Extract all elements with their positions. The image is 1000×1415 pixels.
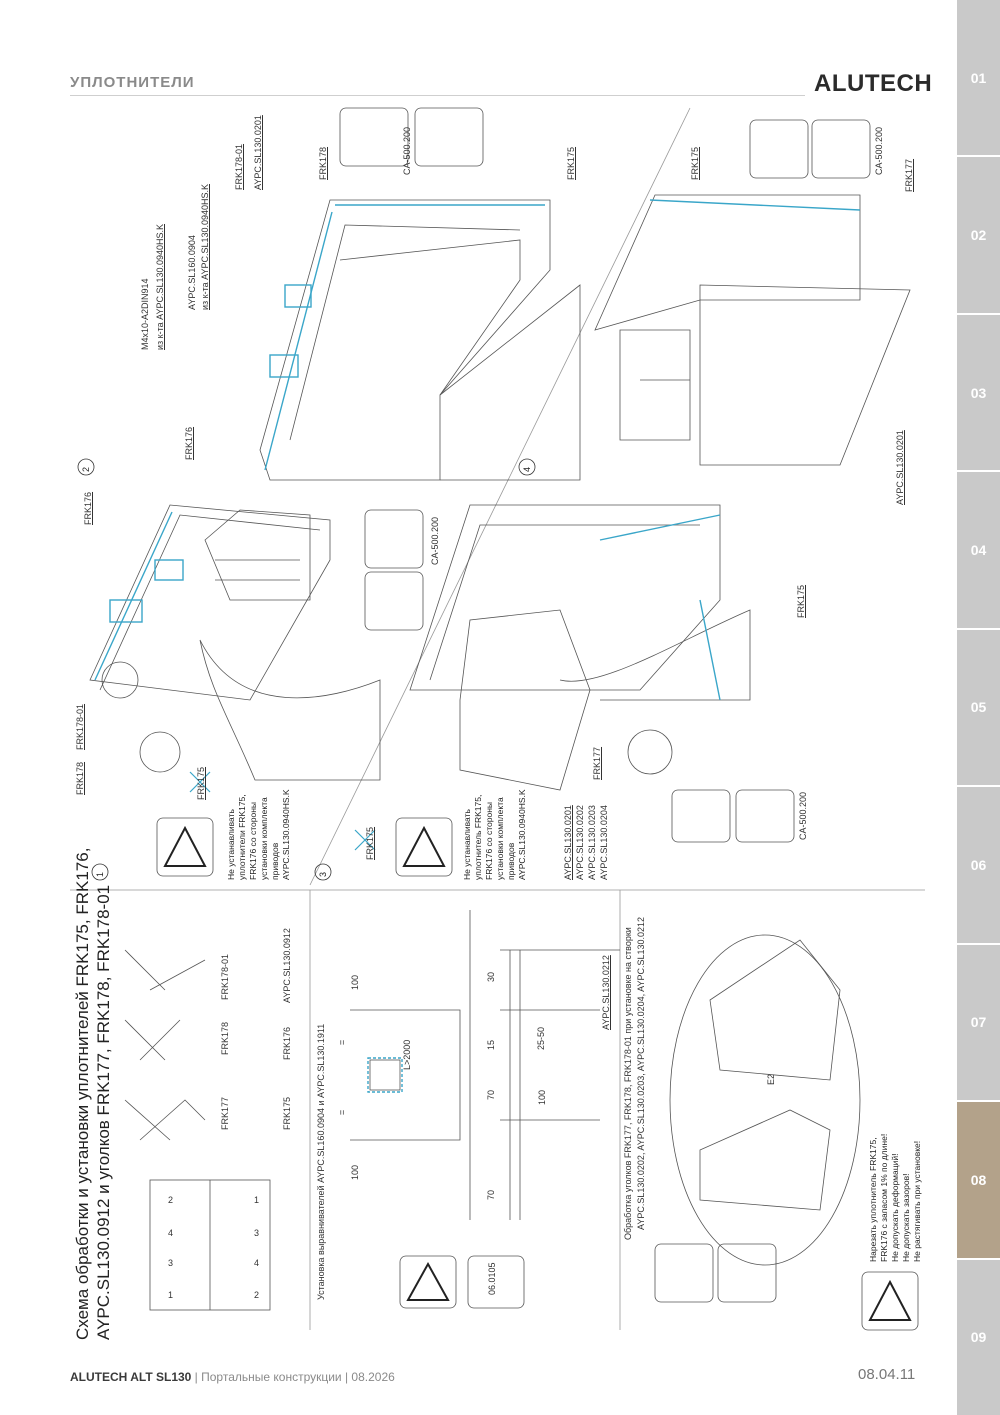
dim-100-top: 100 [350, 974, 360, 990]
dim-70-b: 70 [486, 1189, 496, 1200]
s3-label-aypc0203: AYPC.SL130.0203 [587, 805, 597, 880]
main-title-line1: Схема обработки и установки уплотнителей… [73, 847, 92, 1340]
chapter-tab-09[interactable]: 09 [957, 1259, 1000, 1415]
sash-number: 4 [168, 1228, 174, 1238]
main-title-line2: AYPC.SL130.0912 и уголков FRK177, FRK178… [94, 884, 113, 1340]
s2-label-adhesive: CA-500.200 [402, 126, 412, 175]
s2-label-aypc0904-kit: из к-та AYPC.SL130.0940HS.K [200, 183, 210, 310]
s3-label-aypc0201: AYPC.SL130.0201 [563, 805, 573, 880]
chapter-tab-07[interactable]: 07 [957, 944, 1000, 1101]
chapter-tab-05[interactable]: 05 [957, 629, 1000, 786]
part-frk176: FRK176 [282, 1026, 292, 1060]
dim-100-bottom: 100 [350, 1164, 360, 1180]
footer-product-name: ALUTECH ALT SL130 [70, 1370, 192, 1384]
brand-logo: ALUTECH [814, 70, 933, 97]
s4-label-frk177: FRK177 [904, 158, 914, 192]
corner-title: Обработка уголков FRK177, FRK178, FRK178… [623, 927, 633, 1240]
dim-25-50: 25-50 [536, 1026, 546, 1050]
scheme-number-2: 2 [81, 466, 91, 472]
s3-label-adhesive: CA-500.200 [798, 791, 808, 840]
dim-equal-1: = [337, 1039, 347, 1045]
sash-number: 1 [168, 1290, 174, 1300]
corner-title-2: AYPC.SL130.0202, AYPC.SL130.0203, AYPC.S… [636, 916, 646, 1230]
s2-label-frk176: FRK176 [184, 426, 194, 460]
s2-label-frk178: FRK178 [318, 146, 328, 180]
chapter-tab-01[interactable]: 01 [957, 0, 1000, 156]
dim-100-c: 100 [537, 1089, 547, 1105]
s2-label-aypc0904: AYPC.SL160.0904 [187, 235, 197, 310]
s4-label-aypc0201: AYPC.SL130.0201 [895, 430, 905, 505]
s3-label-frk177: FRK177 [592, 746, 602, 780]
sash-number: 3 [254, 1228, 260, 1238]
footer-product: ALUTECH ALT SL130 | Портальные конструкц… [70, 1370, 395, 1384]
s3-label-frk175: FRK175 [365, 826, 375, 860]
cutting-notes: Нарезать уплотнитель FRK175, FRK176 с за… [868, 1133, 922, 1262]
part-frk175: FRK175 [282, 1096, 292, 1130]
s1-label-frk175: FRK175 [196, 766, 206, 800]
scheme-number-3: 3 [318, 871, 328, 877]
s4-label-frk175: FRK175 [690, 146, 700, 180]
s1-label-adhesive: CA-500.200 [430, 516, 440, 565]
dim-70-a: 70 [486, 1089, 496, 1100]
s2-label-aypc0201: AYPC.SL130.0201 [253, 115, 263, 190]
chapter-tab-03[interactable]: 03 [957, 314, 1000, 471]
chapter-tab-06[interactable]: 06 [957, 787, 1000, 943]
s2-label-screw-kit: из к-та AYPC.SL130.0940HS.K [155, 223, 165, 350]
s3-label-frk175-b: FRK175 [796, 584, 806, 618]
part-frk177: FRK177 [220, 1096, 230, 1130]
footer-product-desc: | Портальные конструкции | 08.2026 [191, 1370, 395, 1384]
header-divider [70, 95, 805, 96]
dim-e2: E2 [766, 1073, 776, 1085]
scheme-number-4: 4 [522, 466, 532, 472]
chapter-sidebar: 01 02 03 04 05 06 07 08 09 [957, 0, 1000, 1415]
dim-equal-2: = [337, 1109, 347, 1115]
tool-code: 06.0105 [487, 1262, 497, 1295]
s1-label-frk178-01: FRK178-01 [75, 703, 85, 750]
chapter-tab-02[interactable]: 02 [957, 157, 1000, 313]
dim-15: 15 [486, 1039, 496, 1050]
s2-label-screw: M4x10-A2DIN914 [140, 278, 150, 350]
technical-drawing [70, 107, 925, 1331]
s1-label-frk178: FRK178 [75, 761, 85, 795]
dim-length: L>2000 [402, 1039, 412, 1070]
sash-number: 2 [168, 1195, 174, 1205]
page-number: 08.04.11 [858, 1366, 916, 1383]
s3-warning-note: Не устанавливать уплотнитель FRK175, FRK… [462, 789, 527, 880]
s4-label-adhesive: CA-500.200 [874, 126, 884, 175]
main-title: Схема обработки и установки уплотнителей… [72, 848, 114, 1340]
sash-number: 2 [254, 1290, 260, 1300]
part-frk178-01: FRK178-01 [220, 953, 230, 1000]
sash-number: 3 [168, 1258, 174, 1268]
s2-label-frk175: FRK175 [566, 146, 576, 180]
chapter-tab-08[interactable]: 08 [957, 1102, 1000, 1258]
section-title: УПЛОТНИТЕЛИ [70, 74, 195, 91]
s3-label-aypc0202: AYPC.SL130.0202 [575, 805, 585, 880]
s2-label-frk178-01: FRK178-01 [234, 143, 244, 190]
sash-number: 4 [254, 1258, 260, 1268]
s3-label-aypc0204: AYPC.SL130.0204 [599, 805, 609, 880]
s1-warning-note: Не устанавливать уплотнители FRK175, FRK… [226, 789, 291, 880]
install-title: Установка выравнивателей AYPC.SL160.0904… [316, 1023, 326, 1300]
chapter-tab-04[interactable]: 04 [957, 472, 1000, 628]
part-frk178: FRK178 [220, 1021, 230, 1055]
s1-label-frk176: FRK176 [83, 491, 93, 525]
dim-30: 30 [486, 971, 496, 982]
label-aypc0212: AYPC.SL130.0212 [601, 955, 611, 1030]
part-brush-seal: AYPC.SL130.0912 [282, 928, 292, 1003]
sash-number: 1 [254, 1195, 260, 1205]
